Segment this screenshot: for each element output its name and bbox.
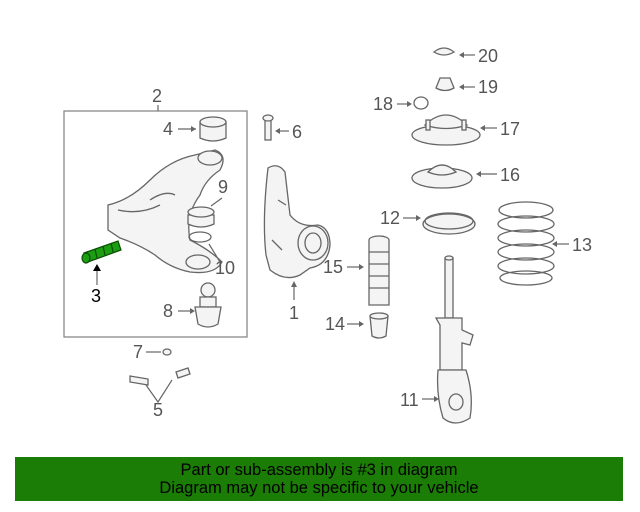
callout-10[interactable]: 10 [215, 258, 235, 278]
callout-3[interactable]: 3 [91, 286, 101, 306]
part-17-strut-mount[interactable] [411, 114, 481, 146]
callout-16[interactable]: 16 [500, 165, 520, 185]
callout-2[interactable]: 2 [152, 86, 162, 106]
part-20-cap[interactable] [432, 47, 456, 56]
part-6-bolt[interactable] [262, 114, 274, 141]
part-10-ring[interactable] [188, 231, 212, 243]
part-9-bushing[interactable] [187, 206, 215, 228]
part-4-bushing[interactable] [199, 116, 227, 142]
callout-1[interactable]: 1 [289, 303, 299, 323]
part-8-ball-joint[interactable] [194, 282, 222, 328]
callout-15[interactable]: 15 [323, 257, 343, 277]
callout-5[interactable]: 5 [153, 400, 163, 420]
callout-9[interactable]: 9 [218, 177, 228, 197]
parts-diagram: 2 4 9 10 3 8 7 [63, 46, 592, 424]
callout-11[interactable]: 11 [400, 390, 419, 410]
callout-4[interactable]: 4 [163, 119, 173, 139]
callout-18[interactable]: 18 [373, 94, 393, 114]
fitment-banner: Part or sub-assembly is #3 in diagram Di… [15, 457, 623, 501]
callout-13[interactable]: 13 [572, 235, 592, 255]
part-15-dust-boot[interactable] [368, 235, 390, 306]
part-11-strut[interactable] [434, 255, 474, 424]
part-7-clip[interactable] [162, 348, 172, 356]
callout-20[interactable]: 20 [478, 46, 498, 66]
callout-17[interactable]: 17 [500, 119, 520, 139]
banner-line-2: Diagram may not be specific to your vehi… [159, 479, 479, 497]
part-12-insulator[interactable] [422, 212, 476, 235]
part-14-bump-stop[interactable] [369, 312, 389, 339]
callout-14[interactable]: 14 [325, 314, 345, 334]
callout-12[interactable]: 12 [380, 208, 400, 228]
callout-8[interactable]: 8 [163, 301, 173, 321]
part-2-lower-control-arm[interactable] [107, 149, 224, 274]
control-arm-group-box [63, 110, 248, 338]
part-19-nut[interactable] [435, 77, 455, 92]
callout-6[interactable]: 6 [292, 122, 302, 142]
part-18-washer[interactable] [413, 96, 429, 110]
part-13-coil-spring[interactable] [497, 201, 555, 286]
part-16-spring-seat[interactable] [411, 164, 473, 189]
banner-line-1: Part or sub-assembly is #3 in diagram [180, 461, 458, 479]
callout-7[interactable]: 7 [133, 342, 143, 362]
part-1-steering-knuckle[interactable] [263, 165, 331, 279]
part-5-bolts[interactable] [129, 367, 191, 404]
part-3-bushing-highlighted[interactable] [81, 240, 122, 264]
callout-19[interactable]: 19 [478, 77, 498, 97]
